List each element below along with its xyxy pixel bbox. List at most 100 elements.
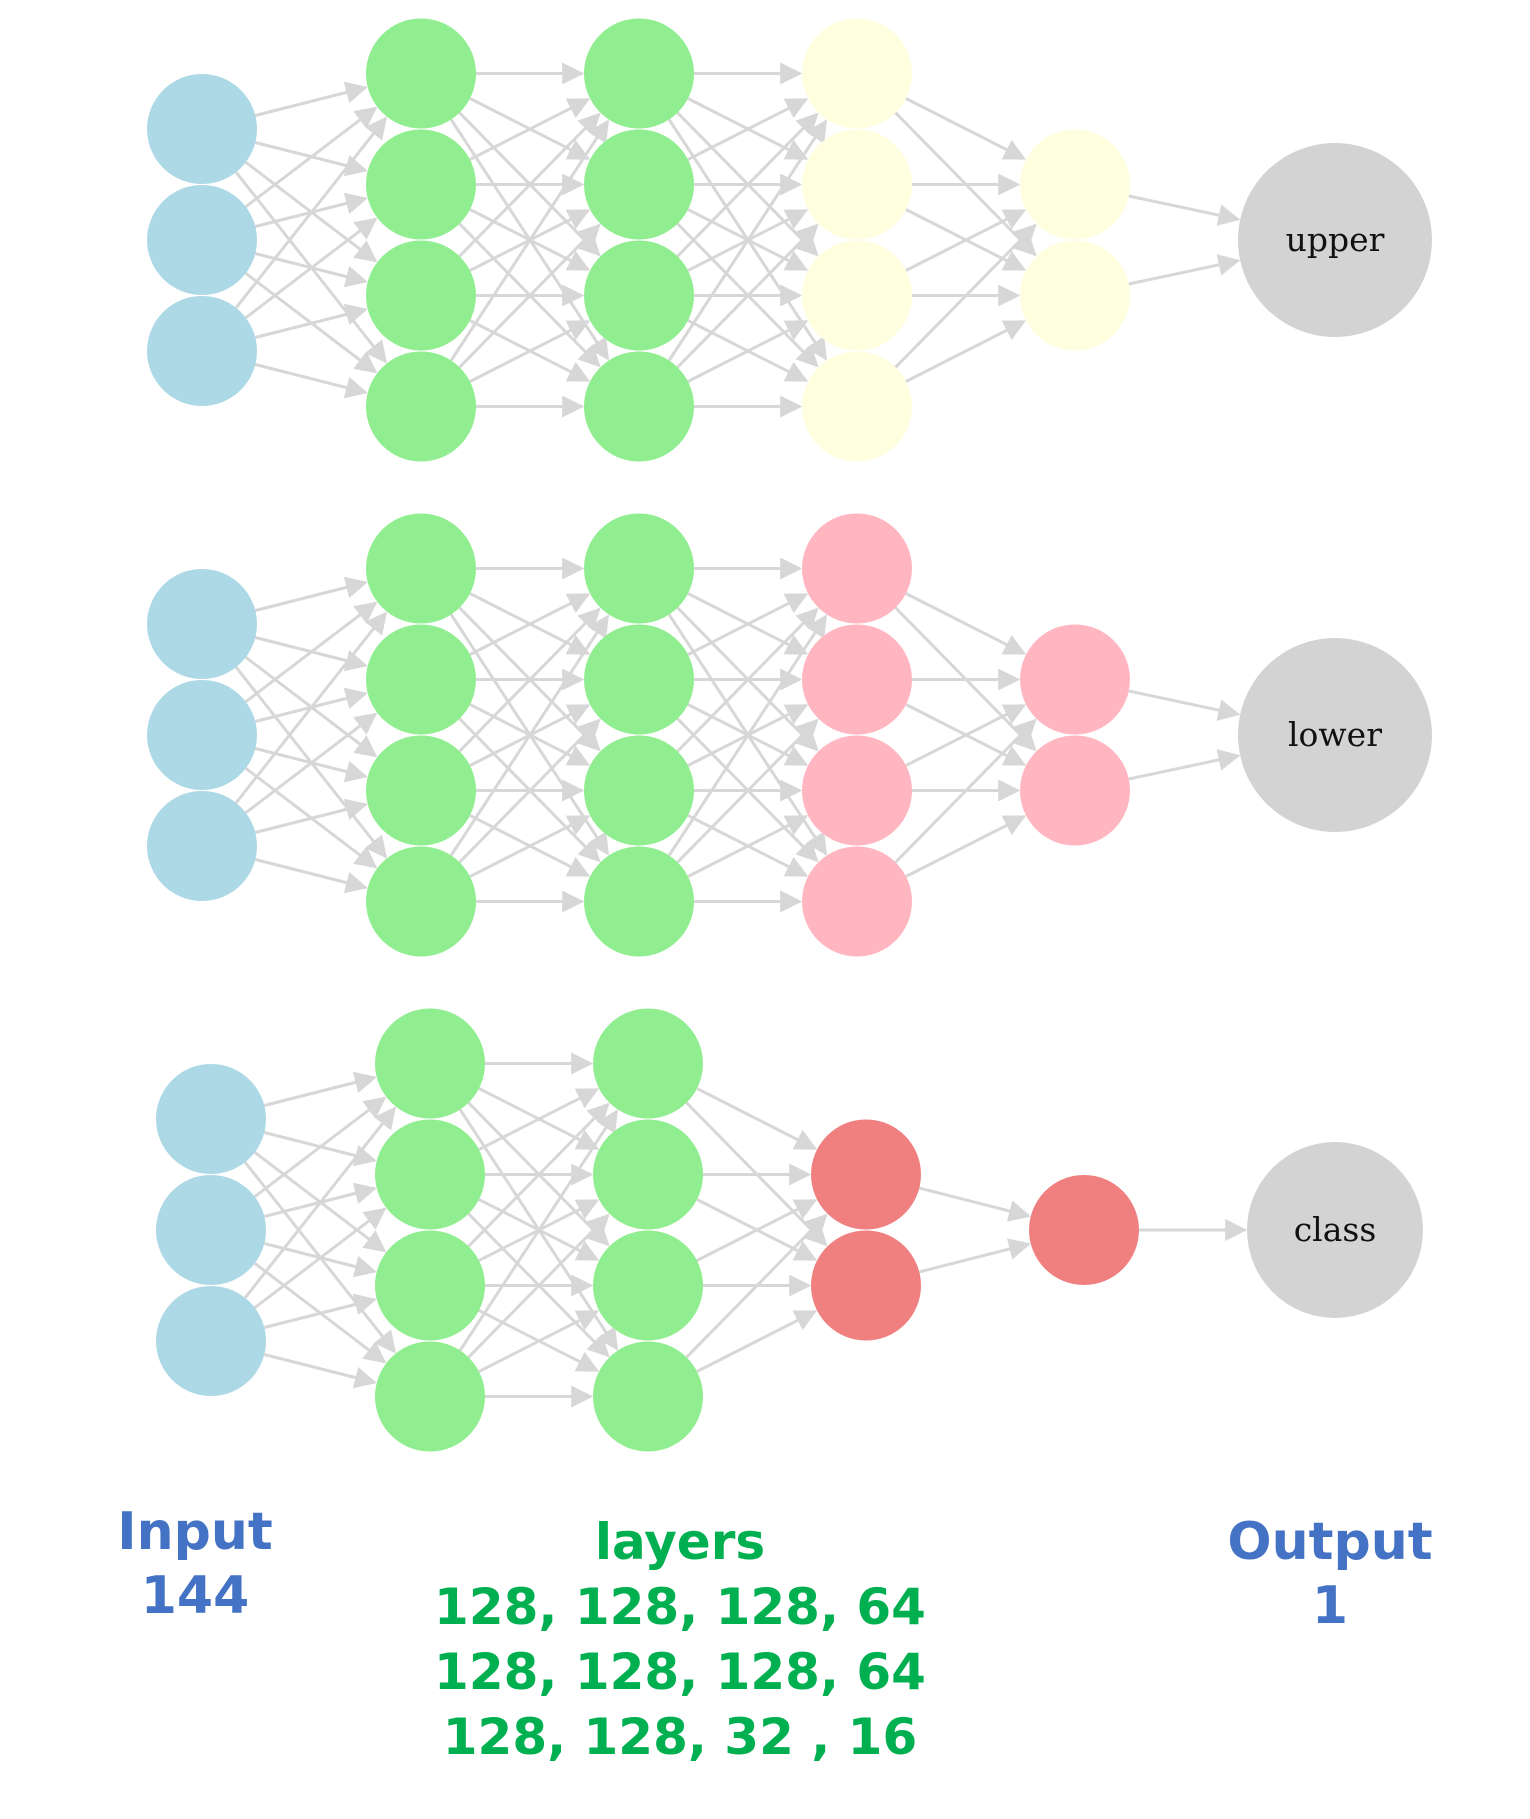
output-node-class	[1247, 1142, 1423, 1318]
edge-upper-l3-n3-to-n1	[905, 320, 1027, 383]
edge-upper-l1-n2-to-n0	[458, 112, 601, 258]
node-upper-layer0-2	[147, 296, 257, 406]
edge-class-l2-n3-to-n1	[696, 1310, 818, 1373]
edge-class-l0-n2-to-n3	[263, 1353, 377, 1389]
output-caption-title: Output	[1227, 1512, 1433, 1572]
edge-lower-l0-n1-to-n0	[244, 601, 378, 703]
edges-layer	[234, 62, 1248, 1408]
node-upper-layer2-0	[584, 18, 694, 129]
output-node-lower	[1238, 638, 1432, 832]
edge-class-l3-n0-to-n0	[918, 1186, 1031, 1222]
node-class-layer1-0	[375, 1008, 485, 1119]
node-upper-layer1-0	[366, 18, 476, 129]
edge-class-l1-n1-to-n0	[478, 1088, 600, 1151]
edge-lower-l0-n0-to-n0	[254, 576, 368, 612]
node-lower-layer3-3	[802, 846, 912, 957]
node-lower-layer1-2	[366, 735, 476, 846]
node-lower-layer0-0	[147, 569, 257, 679]
node-upper-layer1-3	[366, 351, 476, 462]
node-lower-layer2-3	[584, 846, 694, 957]
node-lower-layer1-1	[366, 624, 476, 735]
edge-upper-l1-n1-to-n0	[469, 98, 591, 161]
node-class-layer0-1	[156, 1175, 266, 1285]
edge-lower-l3-n0-to-n0	[905, 592, 1027, 655]
edge-lower-l4-n1-to-n0	[1128, 749, 1241, 781]
layers-caption-line-upper: 128, 128, 128, 64	[434, 1578, 926, 1636]
edge-lower-l1-n3-to-n1	[458, 718, 601, 864]
output-label-lower: lower	[1288, 715, 1382, 754]
output-caption: Output 1	[1200, 1510, 1460, 1638]
edge-upper-l0-n2-to-n2	[254, 303, 368, 339]
edge-lower-l2-n3-to-n0	[667, 614, 828, 857]
node-class-layer3-0	[811, 1119, 921, 1230]
edge-class-l0-n2-to-n2	[263, 1293, 377, 1329]
node-upper-layer2-3	[584, 351, 694, 462]
node-lower-layer4-1	[1020, 735, 1130, 846]
edge-class-l3-n1-to-n0	[918, 1238, 1031, 1274]
edge-lower-l3-n3-to-n0	[894, 718, 1037, 864]
edge-class-l0-n2-to-n0	[243, 1106, 397, 1299]
edge-lower-l0-n2-to-n0	[234, 611, 388, 804]
output-node-upper	[1238, 143, 1432, 337]
node-lower-layer3-0	[802, 513, 912, 624]
edge-lower-l1-n3-to-n0	[449, 614, 610, 857]
node-class-layer4-0	[1029, 1175, 1139, 1285]
node-upper-layer4-0	[1020, 129, 1130, 240]
node-class-layer2-2	[593, 1230, 703, 1341]
node-class-layer2-3	[593, 1341, 703, 1452]
node-upper-layer0-1	[147, 185, 257, 295]
edge-lower-l0-n2-to-n1	[244, 712, 378, 814]
edge-upper-l2-n2-to-n0	[676, 112, 819, 258]
node-upper-layer3-0	[802, 18, 912, 129]
edge-lower-l1-n1-to-n0	[469, 593, 591, 656]
node-upper-layer4-1	[1020, 240, 1130, 351]
node-class-layer1-1	[375, 1119, 485, 1230]
edge-lower-l1-n3-to-n2	[469, 815, 591, 878]
edge-lower-l2-n3-to-n1	[676, 718, 819, 864]
edge-upper-l0-n2-to-n1	[244, 217, 378, 319]
node-class-layer2-0	[593, 1008, 703, 1119]
edge-class-l2-n2-to-n0	[696, 1199, 818, 1262]
layers-caption: layers 128, 128, 128, 64 128, 128, 128, …	[400, 1510, 960, 1770]
edge-class-l1-n3-to-n0	[458, 1109, 619, 1352]
node-upper-layer3-1	[802, 129, 912, 240]
output-label-class: class	[1294, 1210, 1377, 1249]
node-lower-layer1-0	[366, 513, 476, 624]
edge-lower-l2-n1-to-n0	[687, 593, 809, 656]
edge-class-l2-n3-to-n0	[685, 1213, 828, 1359]
layers-caption-line-lower: 128, 128, 128, 64	[434, 1643, 926, 1701]
edge-class-l1-n2-to-n0	[467, 1102, 610, 1248]
node-upper-layer2-2	[584, 240, 694, 351]
edge-upper-l0-n0-to-n0	[254, 81, 368, 117]
node-lower-layer0-1	[147, 680, 257, 790]
node-lower-layer2-0	[584, 513, 694, 624]
node-lower-layer2-1	[584, 624, 694, 735]
node-class-layer1-2	[375, 1230, 485, 1341]
edge-upper-l0-n2-to-n0	[234, 116, 388, 309]
edge-upper-l2-n3-to-n2	[687, 320, 809, 383]
edge-upper-l1-n3-to-n2	[469, 320, 591, 383]
edge-class-l0-n2-to-n1	[253, 1207, 387, 1309]
node-lower-layer0-2	[147, 791, 257, 901]
edge-class-l0-n0-to-n0	[263, 1071, 377, 1107]
edge-upper-l2-n1-to-n0	[687, 98, 809, 161]
edge-lower-l0-n2-to-n3	[254, 858, 368, 894]
edge-lower-l2-n3-to-n2	[687, 815, 809, 878]
edge-lower-l4-n0-to-n0	[1128, 689, 1241, 721]
edge-lower-l3-n3-to-n1	[905, 815, 1027, 878]
edge-class-l2-n0-to-n0	[696, 1087, 818, 1150]
edge-class-l0-n1-to-n0	[253, 1096, 387, 1198]
edge-upper-l2-n3-to-n1	[676, 223, 819, 369]
edge-upper-l0-n1-to-n0	[244, 106, 378, 208]
node-class-layer3-1	[811, 1230, 921, 1341]
edge-class-l1-n3-to-n2	[478, 1310, 600, 1373]
edge-class-l1-n3-to-n1	[467, 1213, 610, 1359]
node-upper-layer3-2	[802, 240, 912, 351]
edge-upper-l3-n2-to-n0	[905, 209, 1027, 272]
input-caption-value: 144	[140, 1566, 250, 1626]
layers-caption-title: layers	[594, 1513, 766, 1571]
edge-lower-l2-n2-to-n0	[676, 607, 819, 753]
node-class-layer0-2	[156, 1286, 266, 1396]
edge-upper-l2-n3-to-n0	[667, 119, 828, 362]
